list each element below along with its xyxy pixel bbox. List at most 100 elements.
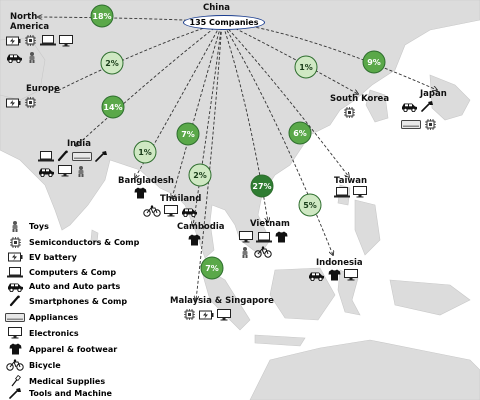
- products-north-america: [6, 34, 76, 63]
- appliance-icon: [401, 120, 421, 129]
- products-cambodia: [188, 234, 201, 246]
- shirt-icon: [188, 234, 201, 246]
- bubble-circle: [294, 55, 318, 79]
- land-korea: [365, 89, 389, 123]
- shirt-icon: [328, 269, 341, 281]
- chip-icon: [343, 106, 356, 119]
- bubble-percent: 2%: [105, 59, 119, 68]
- bubble-circle: [188, 163, 212, 187]
- legend-item: Apparel & footwear: [5, 343, 117, 355]
- monitor-icon: [5, 327, 25, 339]
- chip-icon: [183, 308, 196, 321]
- share-bubble-bangladesh: 1%: [133, 140, 157, 164]
- legend-item: Semiconductors & Comp: [5, 236, 139, 248]
- tools-icon: [421, 100, 434, 112]
- chip-icon: [24, 34, 37, 47]
- share-bubble-thailand: 7%: [176, 122, 200, 146]
- country-label-europe: Europe: [26, 84, 60, 94]
- legend-item: Electronics: [5, 327, 79, 339]
- bubble-percent: 6%: [293, 129, 307, 138]
- legend-item: Tools and Machine: [5, 387, 112, 399]
- country-label-north-america: North America: [10, 12, 50, 32]
- route-taiwan: [221, 21, 349, 177]
- battery-icon: [199, 310, 214, 320]
- legend-label: Medical Supplies: [29, 376, 106, 386]
- share-bubble-south-korea: 1%: [294, 55, 318, 79]
- laptop-icon: [334, 186, 350, 198]
- products-japan: [401, 100, 455, 131]
- share-bubble-malaysia-singapore: 7%: [200, 256, 224, 280]
- legend-label: Auto and Auto parts: [29, 281, 121, 291]
- bubble-circle: [250, 174, 274, 198]
- products-india: [38, 150, 116, 177]
- monitor-icon: [353, 186, 367, 198]
- legend-item: Appliances: [5, 311, 78, 323]
- legend-item: Bicycle: [5, 359, 61, 371]
- legend-label: Appliances: [29, 312, 79, 322]
- hub-country-label: China: [203, 3, 230, 13]
- car-icon: [181, 206, 198, 217]
- share-bubble-north-america: 18%: [90, 4, 114, 28]
- bubble-circle: [133, 140, 157, 164]
- legend-label: Tools and Machine: [29, 388, 112, 398]
- products-europe: [6, 96, 37, 109]
- bubble-percent: 18%: [92, 12, 111, 21]
- land-new-guinea: [389, 279, 471, 316]
- products-south-korea: [343, 106, 356, 119]
- bubble-percent: 7%: [205, 264, 219, 273]
- route-indonesia: [221, 21, 333, 255]
- route-south-korea: [221, 21, 358, 94]
- laptop-icon: [256, 231, 272, 243]
- legend-label: Bicycle: [29, 360, 61, 370]
- bubble-circle: [288, 121, 312, 145]
- products-thailand: [143, 205, 198, 217]
- bicycle-icon: [5, 359, 25, 371]
- route-malaysia-singapore: [196, 21, 223, 300]
- land-japan: [429, 74, 471, 121]
- products-bangladesh: [134, 187, 147, 199]
- car-icon: [401, 101, 418, 112]
- toy-icon: [26, 51, 38, 63]
- legend-label: Semiconductors & Comp: [29, 237, 140, 247]
- bubble-percent: 14%: [103, 103, 122, 112]
- land-sri-lanka: [90, 229, 99, 244]
- shirt-icon: [5, 343, 25, 355]
- bicycle-icon: [254, 246, 272, 258]
- land-sumatra: [199, 264, 251, 331]
- legend-item: Auto and Auto parts: [5, 280, 120, 292]
- share-bubble-europe: 2%: [100, 51, 124, 75]
- toy-icon: [75, 165, 87, 177]
- country-label-taiwan: Taiwan: [334, 176, 367, 186]
- bubble-circle: [176, 122, 200, 146]
- bubble-circle: [90, 4, 114, 28]
- bubble-percent: 27%: [252, 182, 271, 191]
- country-label-vietnam: Vietnam: [250, 219, 290, 229]
- country-label-japan: Japan: [420, 89, 447, 99]
- share-bubble-india: 14%: [101, 95, 125, 119]
- country-label-india: India: [67, 139, 91, 149]
- bubble-percent: 1%: [138, 148, 152, 157]
- tools-icon: [95, 150, 108, 162]
- land-borneo: [269, 267, 336, 321]
- tools-icon: [5, 387, 25, 399]
- bubble-circle: [100, 51, 124, 75]
- shirt-icon: [275, 231, 288, 243]
- phone-icon: [5, 295, 25, 307]
- country-label-indonesia: Indonesia: [316, 258, 363, 268]
- products-malaysia-singapore: [183, 308, 231, 321]
- route-cambodia: [193, 21, 223, 226]
- battery-icon: [6, 98, 21, 108]
- country-label-south-korea: South Korea: [330, 94, 390, 104]
- appliance-icon: [72, 151, 92, 161]
- laptop-icon: [5, 266, 25, 278]
- route-europe: [55, 21, 223, 92]
- chip-icon: [24, 96, 37, 109]
- country-label-cambodia: Cambodia: [177, 222, 225, 232]
- car-icon: [6, 52, 23, 63]
- laptop-icon: [38, 150, 54, 162]
- legend-item: Toys: [5, 220, 49, 232]
- bubble-percent: 9%: [367, 58, 381, 67]
- chip-icon: [5, 236, 25, 249]
- hub-company-count: 135 Companies: [183, 15, 265, 30]
- car-icon: [5, 281, 25, 292]
